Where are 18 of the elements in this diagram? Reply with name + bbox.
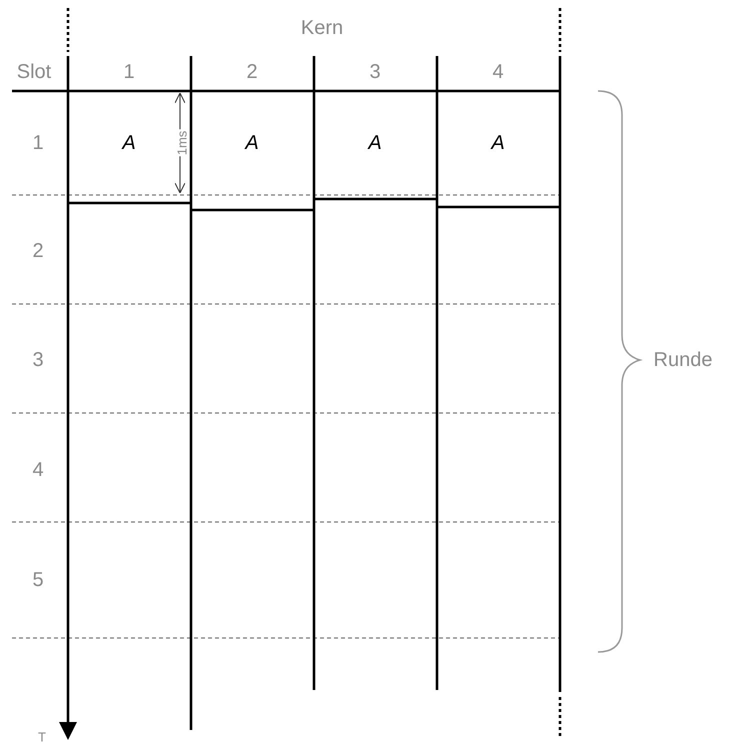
task-label: A: [491, 131, 505, 156]
slot-number: 5: [32, 568, 44, 593]
slot-number: 1: [32, 131, 44, 156]
column-header: Slot: [16, 60, 52, 85]
task-label: A: [245, 131, 259, 156]
dimension-label: 1ms: [176, 130, 188, 156]
slot-number: 4: [32, 458, 44, 483]
task-label: A: [368, 131, 382, 156]
core-number: 3: [369, 60, 381, 85]
core-number: 4: [492, 60, 504, 85]
task-label: A: [122, 131, 136, 156]
axis-label: T: [38, 730, 46, 744]
core-number: 2: [246, 60, 258, 85]
slot-number: 3: [32, 348, 44, 373]
axis-title: Kern: [300, 16, 344, 41]
core-number: 1: [123, 60, 135, 85]
brace-label: Runde: [654, 348, 712, 373]
slot-number: 2: [32, 239, 44, 264]
